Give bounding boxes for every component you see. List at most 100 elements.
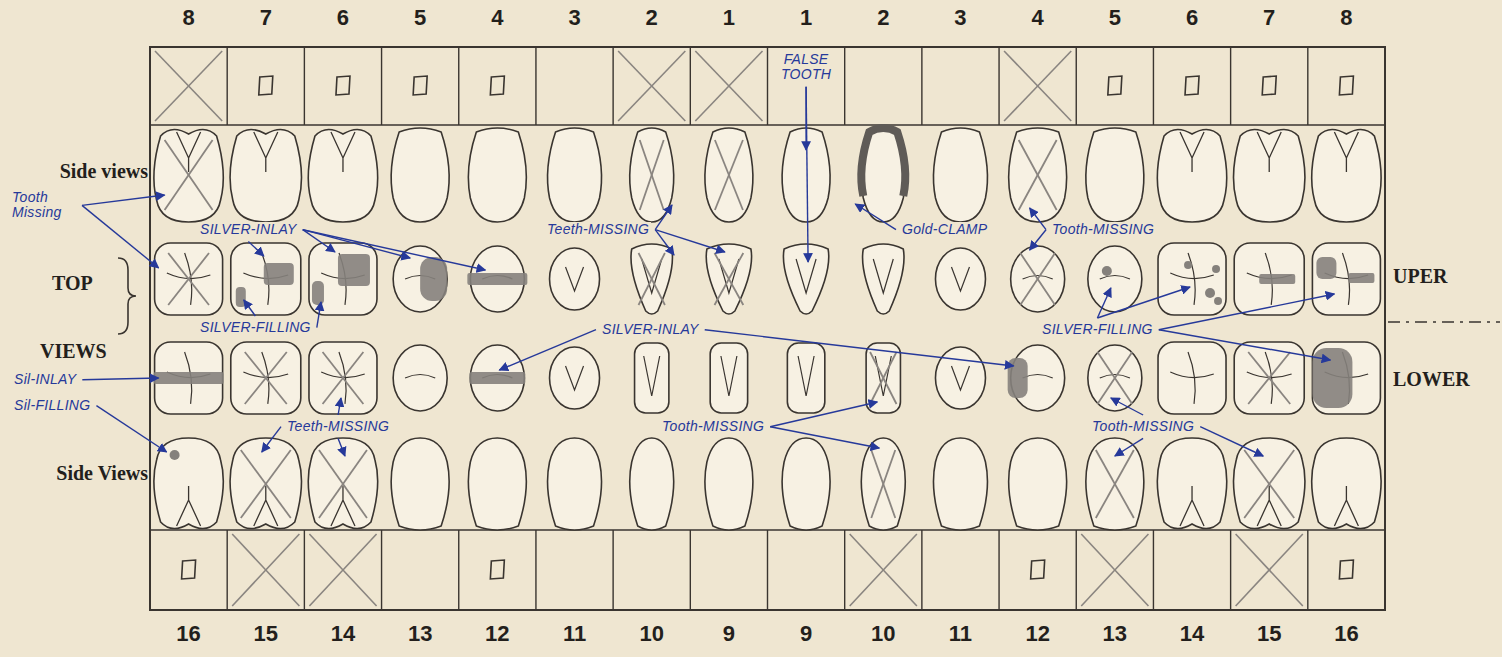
filling-mark <box>1316 257 1336 279</box>
tooth-top-view <box>155 243 223 315</box>
tooth-top-view <box>550 248 600 310</box>
tooth-number: 4 <box>1032 6 1044 30</box>
missing-cross <box>715 253 744 305</box>
tooth-top-view <box>309 342 377 414</box>
present-mark <box>1108 76 1122 95</box>
tooth-side-view <box>154 129 223 222</box>
tooth-top-view <box>393 345 447 411</box>
root-fork <box>254 486 278 526</box>
tooth-number: 7 <box>1263 6 1275 30</box>
tooth-number: 14 <box>331 622 355 646</box>
root-fork <box>331 486 355 526</box>
tooth-side-view <box>630 438 674 530</box>
handwritten-note: Sil-FILLING <box>12 398 92 413</box>
present-mark <box>1339 76 1353 95</box>
tooth-side-view <box>308 129 377 222</box>
filling-mark <box>1348 273 1374 283</box>
view-label: UPER <box>1393 265 1447 287</box>
tooth-number: 1 <box>800 6 812 30</box>
root-fork <box>1257 132 1281 172</box>
leader-arrow <box>1159 330 1331 360</box>
view-label: Side Views <box>56 462 148 484</box>
fissure <box>951 267 969 291</box>
lower-side-views <box>154 438 1381 530</box>
filling-mark <box>338 254 370 286</box>
leader-arrow <box>705 330 1014 366</box>
grid-line <box>458 530 459 610</box>
present-mark <box>1339 560 1353 579</box>
fissure <box>721 356 737 396</box>
filling-mark <box>170 450 180 460</box>
filling-mark <box>1259 274 1295 284</box>
missing-cross <box>309 534 376 606</box>
filling-mark <box>154 372 224 384</box>
filling-mark <box>312 281 324 305</box>
tooth-number: 14 <box>1180 622 1204 646</box>
present-mark <box>1031 560 1045 579</box>
filling-mark <box>1102 266 1112 276</box>
tooth-side-view <box>782 438 830 530</box>
missing-cross <box>1097 352 1132 404</box>
root-fork <box>254 132 278 172</box>
leader-arrow <box>96 406 166 452</box>
leader-arrow <box>855 204 896 230</box>
tooth-number: 6 <box>1186 6 1198 30</box>
root-fork <box>1334 486 1358 526</box>
missing-cross <box>871 450 895 518</box>
missing-cross <box>168 253 209 305</box>
missing-cross <box>1020 253 1055 305</box>
grid-line <box>1307 47 1308 125</box>
grid-line <box>690 530 691 610</box>
tooth-side-view <box>1233 438 1304 529</box>
tooth-top-view <box>1011 246 1065 312</box>
leader-arrow <box>303 230 486 270</box>
leader-arrow <box>244 300 256 316</box>
tooth-number: 5 <box>414 6 426 30</box>
leader-arrow <box>499 330 596 370</box>
missing-cross <box>618 51 685 121</box>
filling-mark <box>469 372 525 384</box>
tooth-top-view <box>1312 342 1380 414</box>
handwritten-note: SILVER-FILLING <box>198 320 313 335</box>
present-mark <box>259 76 273 95</box>
tooth-side-view <box>1312 438 1381 529</box>
tooth-number: 16 <box>1334 622 1358 646</box>
grid-line <box>226 530 227 610</box>
tooth-number: 13 <box>408 622 432 646</box>
missing-cross <box>870 352 896 404</box>
tooth-top-view <box>866 343 900 413</box>
leader-arrow <box>1030 208 1046 230</box>
fissure <box>566 267 584 291</box>
tooth-side-view <box>933 438 987 530</box>
grid-line <box>304 47 305 125</box>
tooth-top-view <box>470 345 524 411</box>
fissure <box>167 253 211 305</box>
missing-cross <box>232 534 299 606</box>
missing-cross <box>618 51 685 121</box>
grid-line <box>921 47 922 125</box>
missing-cross <box>850 534 917 606</box>
leader-arrow <box>1111 398 1143 415</box>
grid-line <box>304 530 305 610</box>
root-fork <box>1257 486 1281 526</box>
grid-line <box>612 47 613 125</box>
grid-line <box>767 530 768 610</box>
missing-cross <box>155 51 222 121</box>
tooth-side-view <box>391 438 449 530</box>
grid-line <box>612 530 613 610</box>
grid-line <box>998 47 999 125</box>
tooth-side-view <box>861 438 905 530</box>
tooth-number: 15 <box>1257 622 1281 646</box>
tooth-side-view <box>1086 128 1144 222</box>
missing-cross <box>323 352 364 404</box>
handwritten-note: Tooth-MISSING <box>1050 222 1156 237</box>
tooth-top-view <box>1088 345 1142 411</box>
grid-line <box>535 47 536 125</box>
missing-cross <box>695 51 762 121</box>
tooth-number: 9 <box>800 622 812 646</box>
missing-cross <box>1004 51 1071 121</box>
missing-cross <box>319 450 367 518</box>
missing-cross <box>640 140 664 210</box>
grid-line <box>998 530 999 610</box>
grid-line <box>1230 47 1231 125</box>
